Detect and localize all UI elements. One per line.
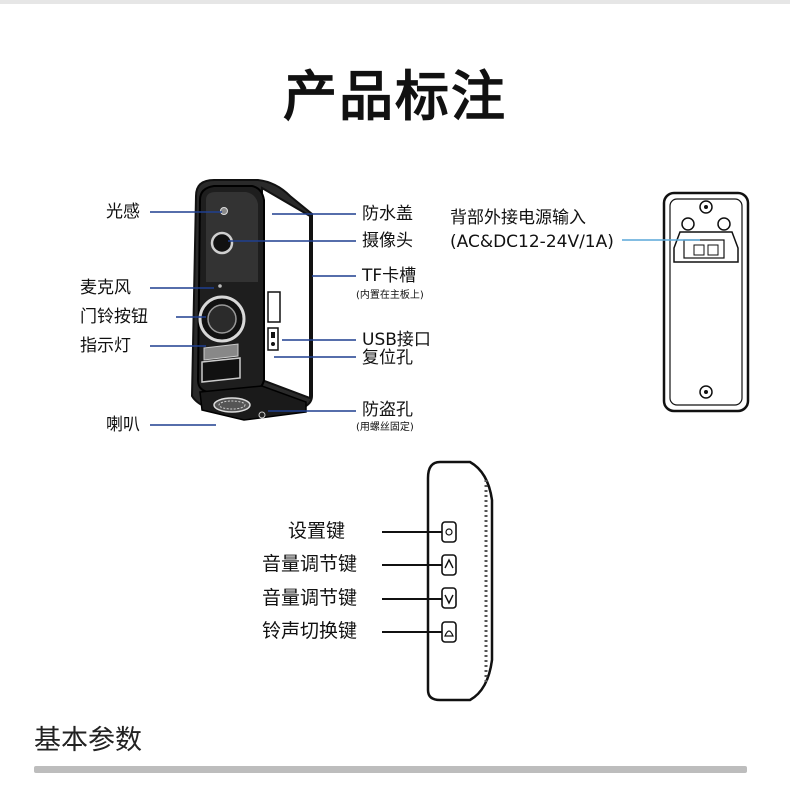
- label-reset-hole: 复位孔: [362, 348, 413, 368]
- label-anti-theft-note: (用螺丝固定): [356, 422, 414, 433]
- chime-illustration: [426, 460, 494, 702]
- doorbell-illustration: [190, 179, 313, 421]
- usb-port-shape: [267, 327, 279, 351]
- reset-hole-shape: [271, 342, 275, 346]
- tf-slot-shape: [267, 291, 281, 323]
- doorbell-right-leaders: [228, 213, 356, 412]
- top-divider: [0, 0, 790, 4]
- label-light-sensor: 光感: [106, 202, 140, 222]
- label-settings-key: 设置键: [288, 520, 346, 542]
- page-title: 产品标注: [283, 65, 507, 128]
- doorbell-left-leaders: [150, 211, 222, 426]
- label-speaker: 喇叭: [106, 415, 140, 435]
- chime-leaders: [382, 531, 442, 633]
- label-microphone: 麦克风: [80, 278, 131, 298]
- label-tf-slot: TF卡槽: [362, 266, 417, 286]
- backplate-illustration: [662, 191, 750, 413]
- volume-down-key-shape: [441, 587, 457, 609]
- label-ringtone-key: 铃声切换键: [262, 620, 358, 642]
- label-volume-up-key: 音量调节键: [262, 553, 358, 575]
- label-power-input: 背部外接电源输入: [450, 208, 586, 228]
- label-indicator: 指示灯: [80, 336, 131, 356]
- light-sensor-dot: [220, 207, 228, 215]
- label-tf-slot-note: (内置在主板上): [356, 290, 424, 301]
- anti-theft-hole-shape: [258, 411, 266, 419]
- label-anti-theft: 防盗孔: [362, 400, 413, 420]
- section-title: 基本参数: [34, 725, 142, 756]
- speaker-grille: [213, 397, 251, 413]
- label-power-spec: (AC&DC12-24V/1A): [450, 232, 614, 252]
- label-waterproof-cover: 防水盖: [362, 204, 413, 224]
- camera-lens: [210, 231, 234, 255]
- volume-up-key-shape: [441, 554, 457, 576]
- label-usb-port: USB接口: [362, 330, 431, 350]
- label-doorbell-button: 门铃按钮: [80, 307, 148, 327]
- label-camera: 摄像头: [362, 231, 413, 251]
- section-divider: [34, 766, 747, 773]
- settings-key-shape: [441, 521, 457, 543]
- label-volume-down-key: 音量调节键: [262, 587, 358, 609]
- ringtone-key-shape: [441, 621, 457, 643]
